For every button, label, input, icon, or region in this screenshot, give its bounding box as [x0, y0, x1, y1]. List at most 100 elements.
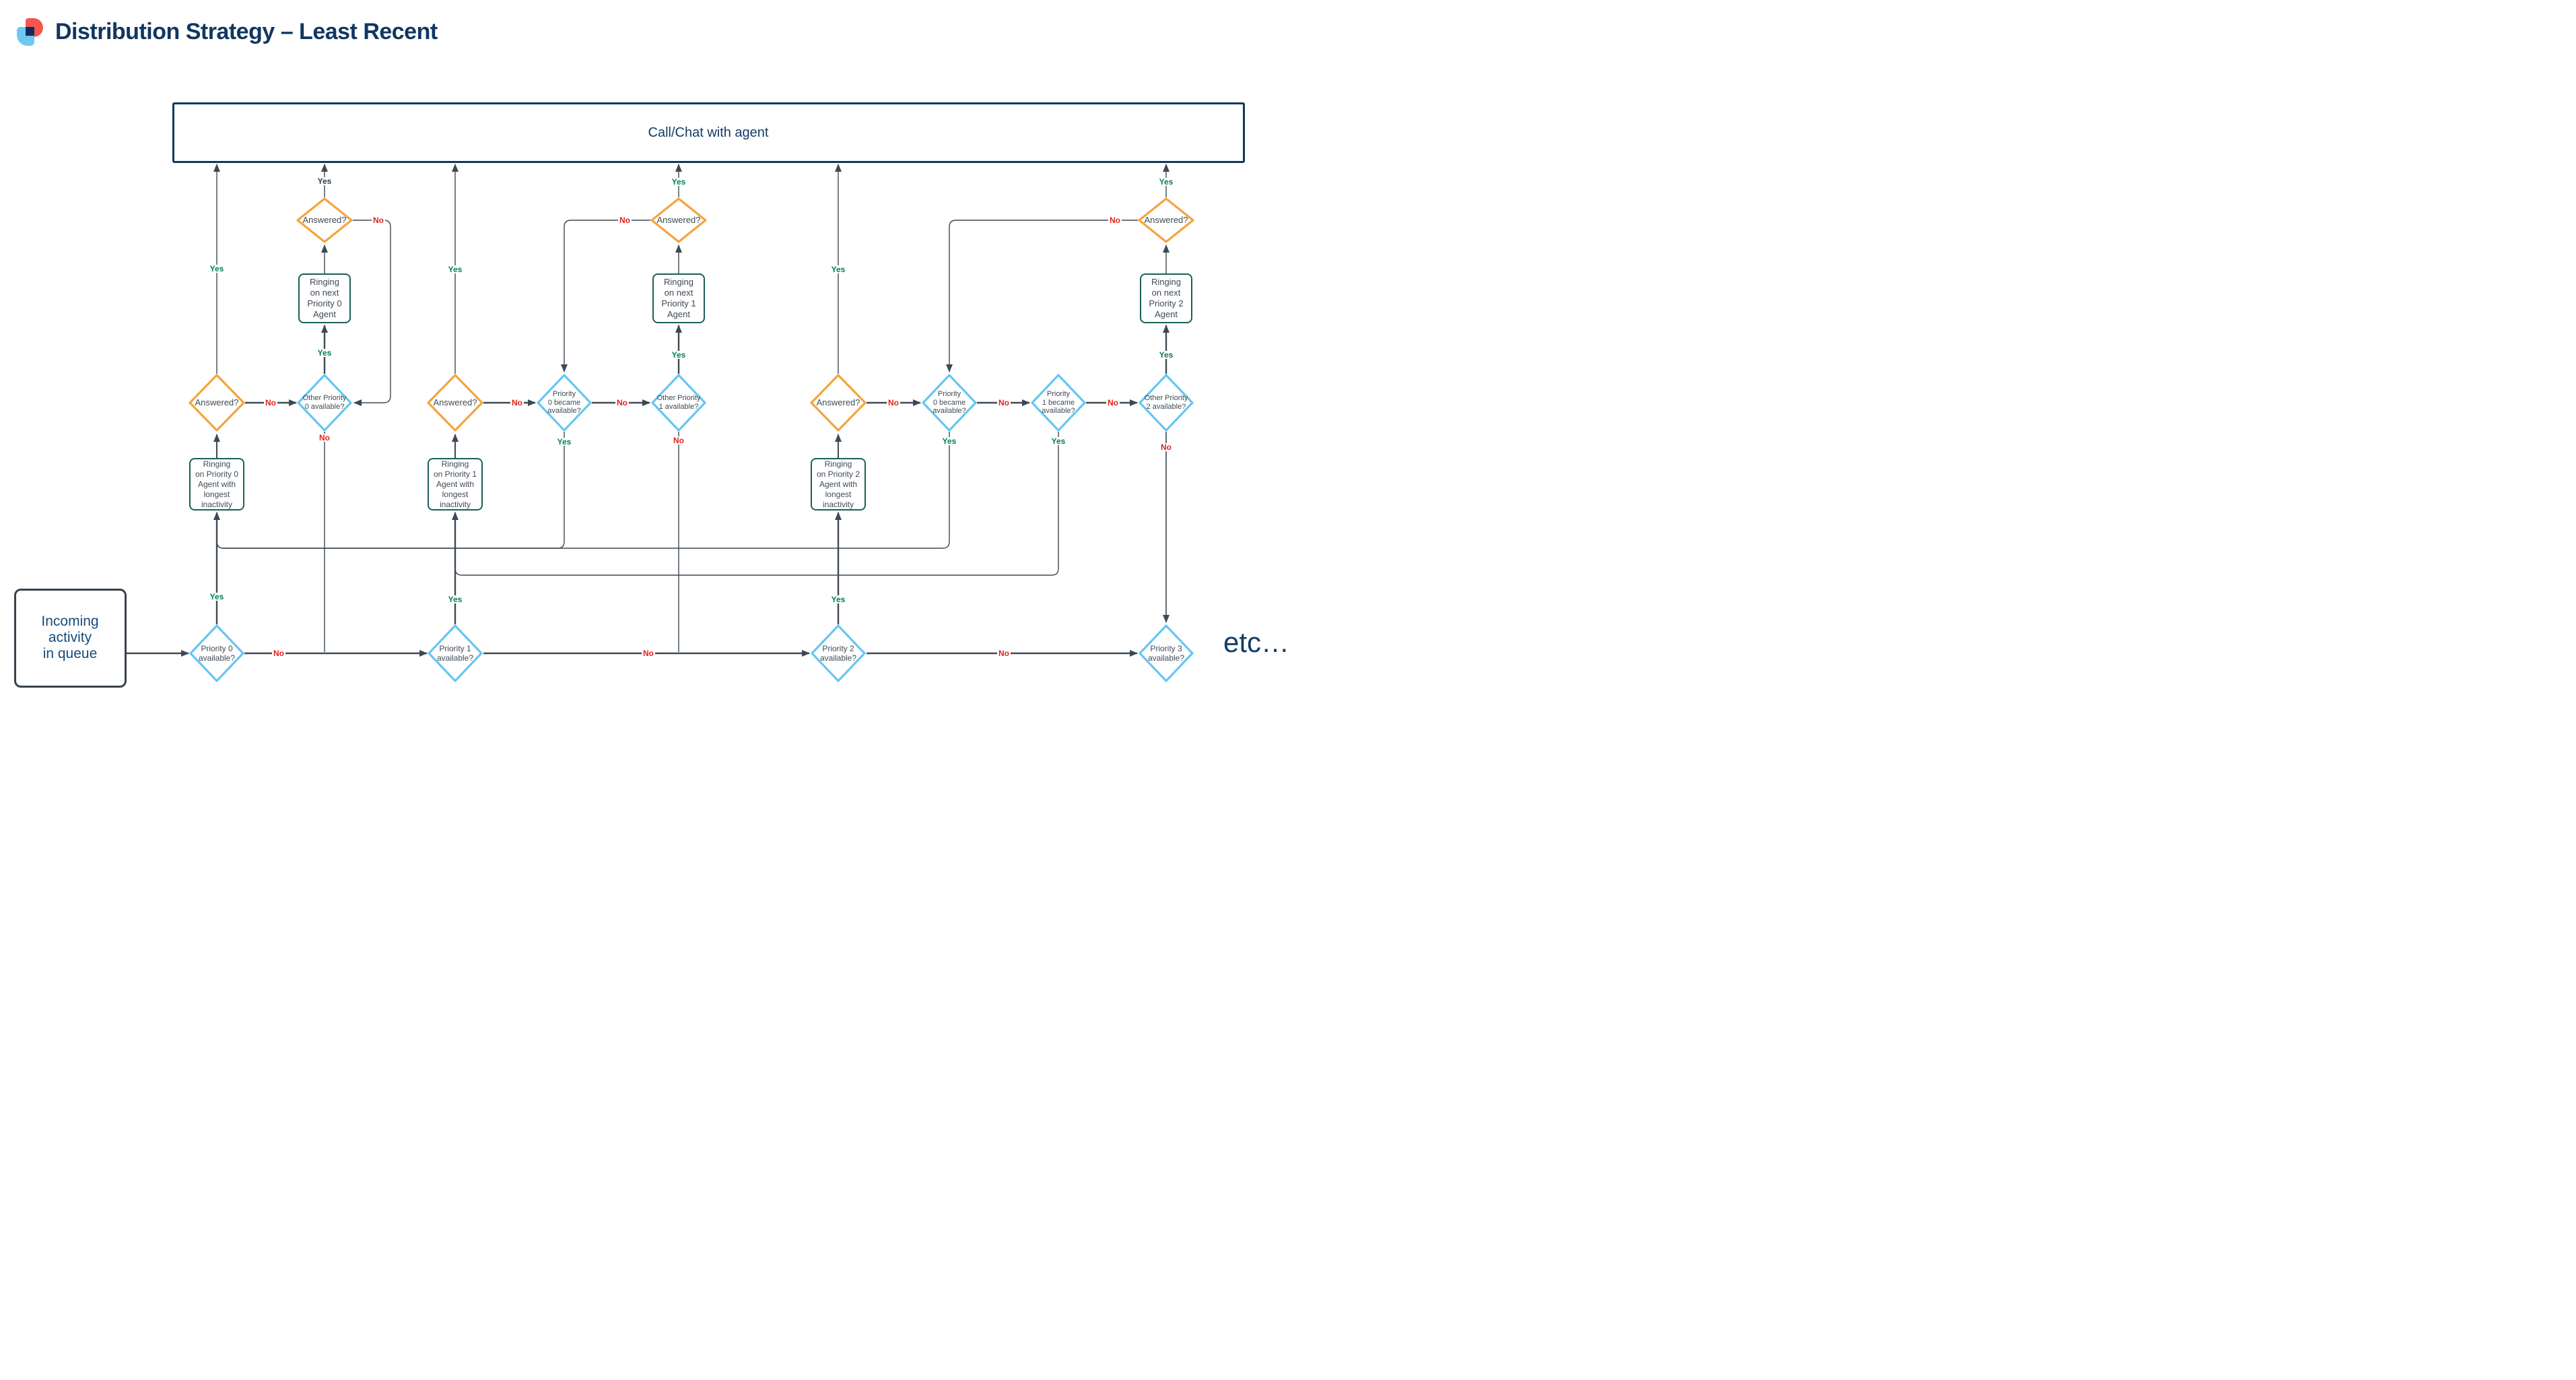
edge-label-yes: Yes: [1157, 350, 1175, 360]
flowchart-page: Distribution Strategy – Least Recent Cal…: [0, 0, 1288, 690]
node-label-answered-mid-3: Answered?: [816, 397, 860, 408]
titlebar: Distribution Strategy – Least Recent: [16, 18, 438, 46]
page-title: Distribution Strategy – Least Recent: [55, 18, 438, 44]
edge-label-no: No: [642, 649, 655, 658]
diamond-orange-shape: [1138, 197, 1194, 243]
node-answered-mid-1: Answered?: [189, 374, 245, 432]
edge-label-yes: Yes: [316, 348, 333, 358]
node-priority-0-became-available-b: Priority 0 became available?: [922, 374, 977, 432]
node-priority-0-became-available-a: Priority 0 became available?: [537, 374, 592, 432]
node-label-ringing-next-priority-2: Ringing on next Priority 2 Agent: [1149, 276, 1184, 320]
app-logo-icon: [16, 18, 44, 46]
node-label-answered-top-3: Answered?: [1144, 215, 1188, 226]
diamond-blue-shape: [537, 374, 592, 432]
node-label-ringing-next-priority-0: Ringing on next Priority 0 Agent: [307, 276, 342, 320]
node-label-answered-mid-1: Answered?: [195, 397, 239, 408]
node-ringing-longest-priority-2: Ringing on Priority 2 Agent with longest…: [811, 458, 866, 511]
diamond-blue-shape: [1031, 374, 1086, 432]
node-priority-2-available: Priority 2 available?: [811, 624, 866, 682]
node-label-ringing-next-priority-1: Ringing on next Priority 1 Agent: [661, 276, 696, 320]
etc-continuation-text: etc…: [1223, 626, 1288, 658]
diamond-orange-shape: [810, 374, 867, 432]
connector-line: [454, 432, 1059, 576]
node-label-priority-1-became-available: Priority 1 became available?: [1042, 389, 1075, 416]
node-label-answered-top-2: Answered?: [656, 215, 701, 226]
diamond-blue-shape: [428, 624, 483, 682]
node-label-priority-0-became-available-b: Priority 0 became available?: [933, 389, 966, 416]
node-other-priority-2-available: Other Priority 2 available?: [1139, 374, 1194, 432]
logo-navy-square: [26, 27, 34, 36]
node-answered-mid-3: Answered?: [810, 374, 867, 432]
node-label-priority-1-available: Priority 1 available?: [436, 643, 474, 663]
node-priority-0-available: Priority 0 available?: [189, 624, 244, 682]
node-incoming-activity: Incoming activity in queue: [13, 588, 127, 688]
diamond-blue-shape: [651, 374, 706, 432]
node-other-priority-0-available: Other Priority 0 available?: [297, 374, 352, 432]
edge-label-yes: Yes: [1157, 177, 1175, 187]
node-ringing-next-priority-2: Ringing on next Priority 2 Agent: [1140, 273, 1192, 323]
node-label-other-priority-0-available: Other Priority 0 available?: [302, 394, 347, 411]
edge-label-yes: Yes: [1050, 436, 1067, 446]
node-answered-top-2: Answered?: [650, 197, 707, 243]
node-label-ringing-longest-priority-1: Ringing on Priority 1 Agent with longest…: [433, 459, 477, 509]
node-answered-mid-2: Answered?: [427, 374, 483, 432]
edge-label-yes: Yes: [941, 436, 958, 446]
diamond-blue-shape: [811, 624, 866, 682]
diamond-orange-shape: [427, 374, 483, 432]
diamond-blue-shape: [922, 374, 977, 432]
node-answered-top-3: Answered?: [1138, 197, 1194, 243]
edge-label-no: No: [264, 398, 277, 407]
node-ringing-longest-priority-0: Ringing on Priority 0 Agent with longest…: [189, 458, 244, 511]
edge-label-yes: Yes: [670, 350, 687, 360]
edge-label-no: No: [997, 649, 1011, 658]
edge-label-no: No: [372, 216, 385, 225]
node-ringing-longest-priority-1: Ringing on Priority 1 Agent with longest…: [428, 458, 483, 511]
node-label-priority-3-available: Priority 3 available?: [1147, 643, 1185, 663]
edge-label-no: No: [272, 649, 285, 658]
node-answered-top-1: Answered?: [296, 197, 353, 243]
edge-label-yes: Yes: [446, 595, 464, 604]
connector-line: [216, 432, 950, 549]
edge-label-yes: Yes: [829, 265, 847, 274]
edge-label-no: No: [997, 398, 1011, 407]
edge-label-no: No: [1108, 216, 1122, 225]
node-label-priority-2-available: Priority 2 available?: [819, 643, 857, 663]
edge-label-yes: Yes: [670, 177, 687, 187]
diamond-blue-shape: [297, 374, 352, 432]
node-label-other-priority-1-available: Other Priority 1 available?: [656, 394, 701, 411]
diamond-orange-shape: [189, 374, 245, 432]
node-label-answered-mid-2: Answered?: [433, 397, 477, 408]
diamond-orange-shape: [650, 197, 707, 243]
node-ringing-next-priority-0: Ringing on next Priority 0 Agent: [298, 273, 351, 323]
node-label-ringing-longest-priority-0: Ringing on Priority 0 Agent with longest…: [195, 459, 239, 509]
edge-label-no: No: [1159, 442, 1173, 452]
edge-label-no: No: [887, 398, 900, 407]
edge-label-no: No: [672, 436, 685, 445]
connector-lines-layer: [126, 164, 1170, 657]
edge-label-yes: Yes: [446, 265, 464, 274]
edge-label-no: No: [1106, 398, 1120, 407]
edge-label-no: No: [618, 216, 632, 225]
diamond-blue-shape: [1139, 624, 1194, 682]
node-other-priority-1-available: Other Priority 1 available?: [651, 374, 706, 432]
diamond-blue-shape: [1139, 374, 1194, 432]
connector-line: [353, 220, 391, 406]
edge-label-yes: Yes: [555, 437, 573, 447]
node-label-priority-0-available: Priority 0 available?: [198, 643, 236, 663]
node-priority-3-available: Priority 3 available?: [1139, 624, 1194, 682]
node-priority-1-available: Priority 1 available?: [428, 624, 483, 682]
edge-label-no: No: [615, 398, 629, 407]
edge-label-no: No: [510, 398, 524, 407]
node-label-incoming-activity: Incoming activity in queue: [41, 614, 99, 661]
node-priority-1-became-available: Priority 1 became available?: [1031, 374, 1086, 432]
node-label-priority-0-became-available-a: Priority 0 became available?: [547, 389, 581, 416]
node-ringing-next-priority-1: Ringing on next Priority 1 Agent: [652, 273, 705, 323]
node-label-ringing-longest-priority-2: Ringing on Priority 2 Agent with longest…: [816, 459, 860, 509]
diamond-blue-shape: [189, 624, 244, 682]
edge-label-yes: Yes: [829, 595, 847, 604]
node-label-other-priority-2-available: Other Priority 2 available?: [1144, 394, 1188, 411]
connector-line: [216, 432, 565, 549]
node-call-chat-with-agent: Call/Chat with agent: [172, 102, 1245, 163]
edge-label-yes: Yes: [208, 592, 226, 601]
diamond-orange-shape: [296, 197, 353, 243]
